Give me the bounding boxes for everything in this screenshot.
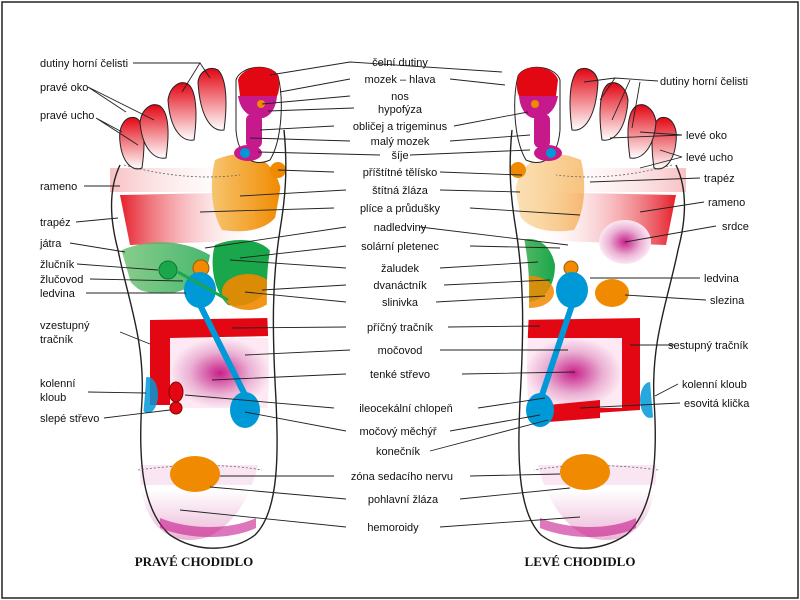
label-pituitary: hypofýza — [378, 104, 423, 116]
label-right-shoulder: rameno — [40, 181, 77, 193]
label-ileocecal-valve: ileocekální chlopeň — [359, 403, 453, 415]
label-brain: mozek – hlava — [365, 74, 437, 86]
label-descending-colon: sestupný tračník — [668, 340, 749, 352]
label-sigmoid: esovitá klička — [684, 398, 750, 410]
right-genital-gland — [170, 456, 220, 492]
label-left-shoulder: rameno — [708, 197, 745, 209]
spleen-zone — [595, 279, 629, 307]
title-right-foot: PRAVÉ CHODIDLO — [135, 554, 254, 569]
label-right-kidney: ledvina — [40, 288, 76, 300]
label-right-knee-2: kloub — [40, 392, 66, 404]
label-ascending-colon-1: vzestupný — [40, 320, 90, 332]
label-stomach: žaludek — [381, 263, 419, 275]
label-small-intestine: tenké střevo — [370, 369, 430, 381]
label-right-trapezius: trapéz — [40, 217, 71, 229]
label-right-maxillary-sinus: dutiny horní čelisti — [40, 58, 128, 70]
transverse-colon — [150, 318, 272, 405]
label-left-eye: levé oko — [686, 130, 727, 142]
left-foot — [509, 64, 689, 549]
descending-colon — [520, 318, 640, 414]
label-solar-plexus: solární pletenec — [361, 241, 439, 253]
label-lungs: plíce a průdušky — [360, 203, 441, 215]
label-liver: játra — [39, 238, 62, 250]
label-right-eye: pravé oko — [40, 82, 88, 94]
label-thyroid: štítná žláza — [372, 185, 429, 197]
label-left-trapezius: trapéz — [704, 173, 735, 185]
label-sciatic-zone: zóna sedacího nervu — [351, 471, 453, 483]
label-adrenals: nadledviny — [374, 222, 427, 234]
title-left-foot: LEVÉ CHODIDLO — [525, 554, 636, 569]
label-spleen: slezina — [710, 295, 745, 307]
label-face-trigeminus: obličej a trigeminus — [353, 121, 448, 133]
label-left-kidney: ledvina — [704, 273, 740, 285]
label-frontal-sinus: čelní dutiny — [372, 57, 428, 69]
left-kidney — [556, 272, 588, 308]
label-pancreas: slinivka — [382, 297, 419, 309]
label-cerebellum: malý mozek — [371, 136, 430, 148]
label-left-knee: kolenní kloub — [682, 379, 747, 391]
label-ascending-colon-2: tračník — [40, 334, 74, 346]
label-bladder: močový měchýř — [359, 426, 436, 438]
label-genital-gland: pohlavní žláza — [368, 494, 439, 506]
label-appendix: slepé střevo — [40, 413, 99, 425]
label-neck: šíje — [391, 150, 408, 162]
label-hemorrhoids: hemoroidy — [367, 522, 419, 534]
label-bile-duct: žlučovod — [40, 274, 83, 286]
label-heart: srdce — [722, 221, 749, 233]
leader-lines — [69, 61, 717, 528]
label-nose: nos — [391, 91, 409, 103]
right-bladder — [230, 392, 260, 428]
label-gallbladder: žlučník — [40, 259, 75, 271]
label-parathyroid: příštítné tělísko — [363, 167, 438, 179]
thyroid-zone — [211, 154, 282, 232]
label-left-maxillary-sinus: dutiny horní čelisti — [660, 76, 748, 88]
label-right-knee-1: kolenní — [40, 378, 75, 390]
label-duodenum: dvanáctník — [373, 280, 427, 292]
label-transverse-colon: příčný tračník — [367, 322, 434, 334]
label-rectum: konečník — [376, 446, 421, 458]
label-left-ear: levé ucho — [686, 152, 733, 164]
label-ureter: močovod — [378, 345, 423, 357]
label-right-ear: pravé ucho — [40, 110, 94, 122]
